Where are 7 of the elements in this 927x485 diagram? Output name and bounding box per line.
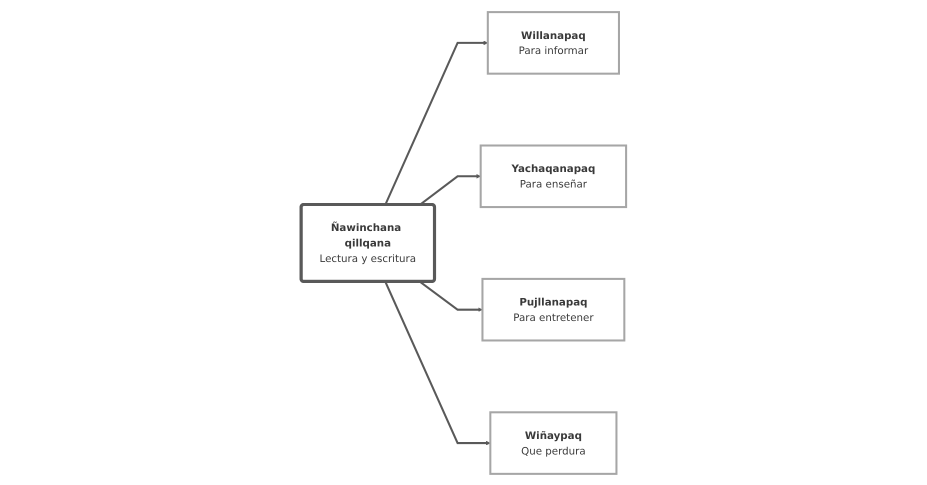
arrow: [419, 280, 483, 312]
node-box: Pujllanapaq Para entretener: [481, 277, 626, 341]
node-box: Wiñaypaq Que perdura: [489, 410, 618, 474]
node-box: Yachaqanapaq Para enseñar: [480, 144, 627, 208]
arrow: [384, 280, 490, 445]
arrow: [384, 40, 488, 205]
node-box: Willanapaq Para informar: [486, 10, 620, 74]
